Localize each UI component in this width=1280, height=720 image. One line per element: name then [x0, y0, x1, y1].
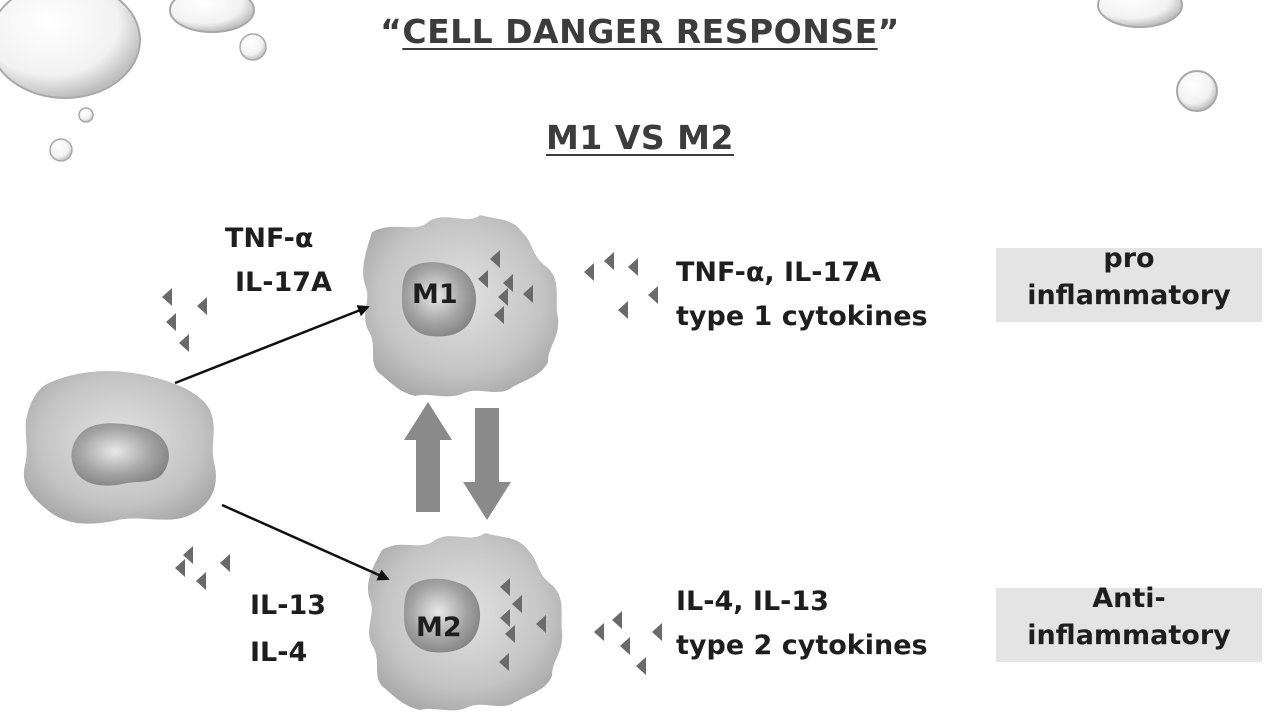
m1-cell: M1 — [363, 215, 559, 397]
anti-inflammatory-line-2: inflammatory — [1027, 620, 1231, 651]
pro-inflammatory-line-1: pro — [1103, 243, 1155, 274]
bubble-shape — [239, 33, 267, 61]
cytokine-triangle — [536, 615, 546, 633]
m2-output-cytokines: IL-4, IL-13 — [676, 586, 829, 617]
pro-inflammatory-line-2: inflammatory — [1027, 280, 1231, 311]
m1-inducer-2: IL-17A — [235, 267, 332, 298]
cytokine-triangle — [636, 657, 646, 675]
cytokine-triangle — [584, 263, 594, 281]
page-title: “CELL DANGER RESPONSE” — [0, 12, 1280, 51]
m2-cell: M2 — [367, 533, 563, 711]
decorative-bubbles — [0, 0, 1218, 162]
cytokine-triangle — [620, 637, 630, 655]
m1-inducer-1: TNF-α — [225, 223, 314, 254]
cytokine-triangle — [220, 554, 230, 572]
cytokine-triangle — [512, 595, 522, 613]
precursor-cell — [23, 371, 216, 524]
cytokine-triangle — [179, 334, 189, 352]
m2-nucleus — [404, 578, 481, 653]
m2-output-type: type 2 cytokines — [676, 630, 928, 661]
m1-inducer-triangles — [162, 288, 207, 352]
cytokine-triangle — [175, 559, 185, 577]
cytokine-triangle — [503, 274, 513, 292]
cytokine-triangle — [612, 611, 622, 629]
cytokine-triangle — [505, 625, 515, 643]
cytokine-triangle — [494, 306, 504, 324]
m1-output-cytokines: TNF-α, IL-17A — [676, 257, 881, 288]
cytokine-triangle — [618, 301, 628, 319]
m2-cell-label: M2 — [416, 612, 462, 643]
bubble-shape — [1097, 0, 1183, 28]
title-close-quote: ” — [877, 12, 900, 51]
cytokine-triangle — [523, 285, 533, 303]
arrow-to-m2 — [221, 503, 390, 581]
cytokine-triangle — [499, 653, 509, 671]
bubble-shape — [49, 138, 73, 162]
bubble-shape — [1176, 70, 1218, 112]
arrow-to-m1 — [174, 305, 370, 385]
m1-secreted-triangles — [478, 250, 533, 324]
block-arrow-down — [463, 408, 511, 520]
block-arrow-up — [404, 402, 452, 512]
m2-inducer-triangles — [175, 546, 230, 590]
cytokine-triangle — [628, 258, 638, 276]
cytokine-triangle — [500, 578, 510, 596]
cytokine-triangle — [183, 546, 193, 564]
cytokine-triangle — [500, 609, 510, 627]
cytokine-triangle — [604, 252, 614, 270]
title-text: CELL DANGER RESPONSE — [402, 12, 878, 51]
bubble-shape — [78, 107, 94, 123]
anti-inflammatory-box: Anti- inflammatory — [996, 584, 1262, 662]
cytokine-triangle — [594, 623, 604, 641]
m2-inducer-1: IL-13 — [250, 590, 327, 621]
bubble-shape — [0, 0, 141, 99]
bubble-shape — [169, 0, 255, 33]
cytokine-triangle — [490, 250, 500, 268]
anti-inflammatory-line-1: Anti- — [1092, 583, 1166, 614]
m2-secreted-triangles — [499, 578, 546, 671]
m2-inducer-2: IL-4 — [250, 637, 308, 668]
m1-cell-label: M1 — [412, 279, 458, 310]
pro-inflammatory-box: pro inflammatory — [996, 244, 1262, 322]
cytokine-triangle — [162, 288, 172, 306]
page-subtitle: M1 VS M2 — [0, 118, 1280, 157]
cytokine-triangle — [196, 572, 206, 590]
cytokine-triangle — [652, 623, 662, 641]
cytokine-triangle — [498, 288, 508, 306]
cytokine-triangle — [197, 297, 207, 315]
cytokine-triangle — [478, 270, 488, 288]
cytokine-triangle — [648, 286, 658, 304]
m1-nucleus — [402, 262, 477, 337]
subtitle-text: M1 VS M2 — [546, 118, 734, 157]
title-open-quote: “ — [380, 12, 403, 51]
m1-output-type: type 1 cytokines — [676, 301, 928, 332]
m1-output-triangles — [584, 252, 658, 319]
m2-output-triangles — [594, 611, 662, 675]
precursor-nucleus — [71, 423, 169, 486]
cytokine-triangle — [166, 313, 176, 331]
